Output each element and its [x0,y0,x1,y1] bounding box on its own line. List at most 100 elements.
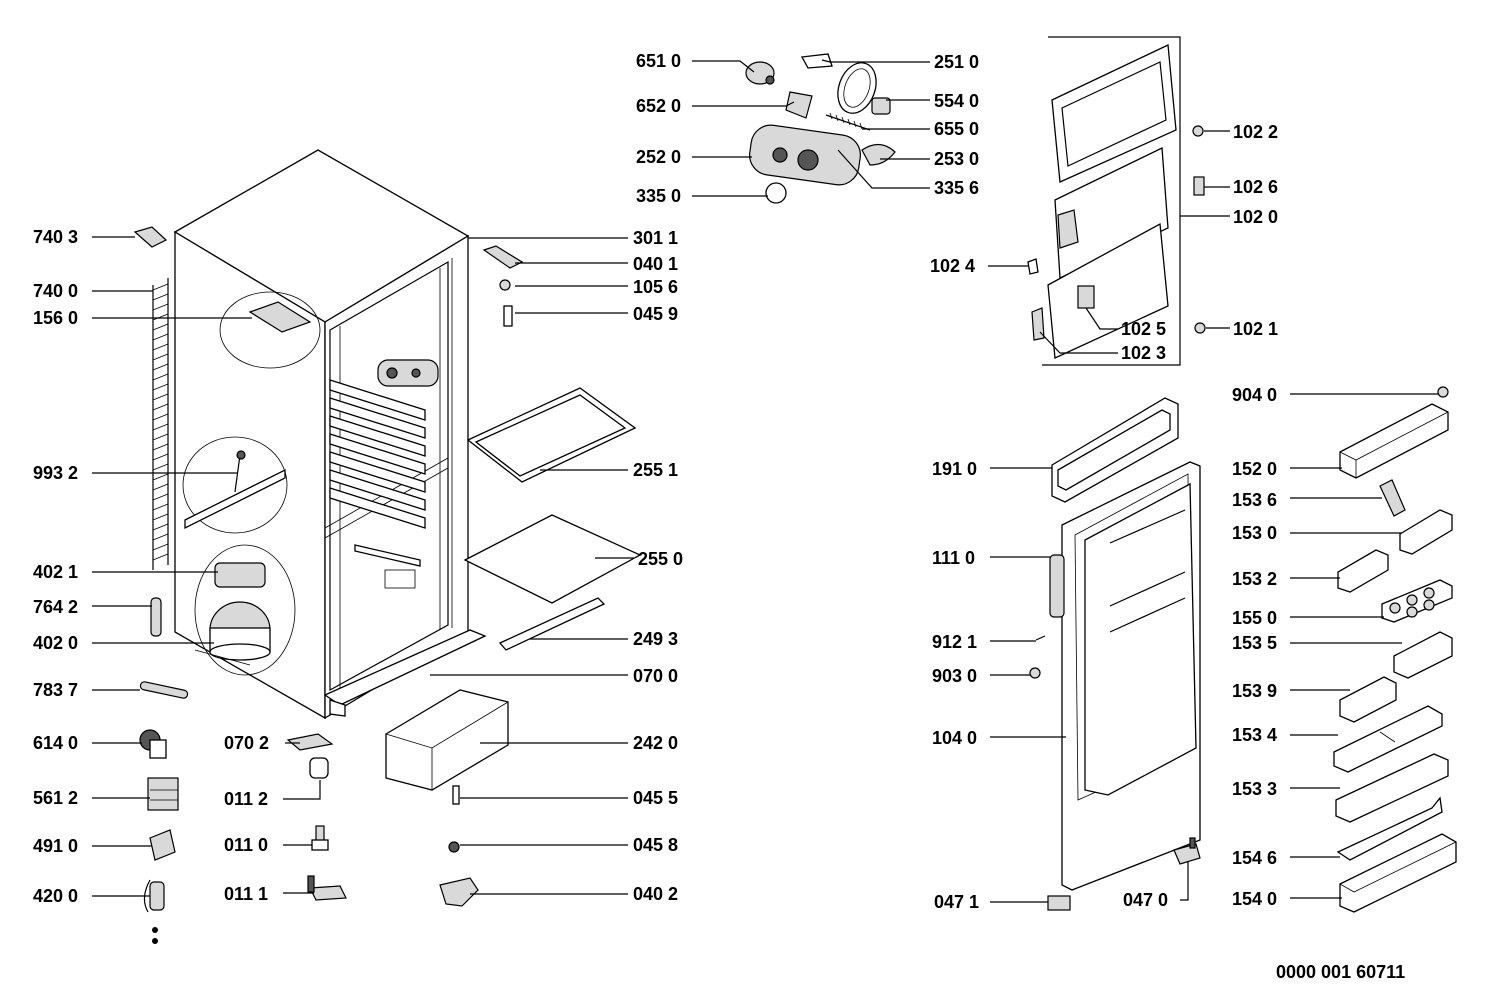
pin-102-2 [1192,125,1204,137]
label-102-3: 102 3 [1121,343,1166,363]
pin-102-1 [1194,322,1206,334]
lower-left-parts [139,681,347,944]
label-554-0: 554 0 [934,91,979,111]
label-045-5: 045 5 [633,788,678,808]
label-655-0: 655 0 [934,119,979,139]
fridge-door-group [1029,397,1201,911]
knob-335-0 [765,182,787,204]
label-335-0: 335 0 [636,186,681,206]
clip-153-6 [1379,479,1406,517]
label-102-1: 102 1 [1233,319,1278,339]
clip-253-0 [861,143,896,166]
label-491-0: 491 0 [33,836,78,856]
label-783-7: 783 7 [33,680,78,700]
label-102-0: 102 0 [1233,207,1278,227]
door-gasket-191-0 [1051,397,1179,503]
ring-554-0 [837,62,877,114]
label-045-9: 045 9 [633,304,678,324]
label-904-0: 904 0 [1232,385,1277,405]
hinge-040-2 [439,877,479,907]
label-249-3: 249 3 [633,629,678,649]
label-153-6: 153 6 [1232,490,1277,510]
rack-152-0 [1339,403,1449,479]
bar-154-6 [1336,796,1443,861]
thermostat-housing-inside [377,359,439,387]
label-255-0: 255 0 [638,549,683,569]
label-251-0: 251 0 [934,52,979,72]
label-912-1: 912 1 [932,632,977,652]
label-153-3: 153 3 [1232,779,1277,799]
screw-904-0 [1437,386,1449,398]
label-105-6: 105 6 [633,277,678,297]
condenser-coil [152,278,169,570]
evaporator-plates [329,379,426,529]
holder-652-0 [785,91,813,119]
terminal-561-2 [147,777,179,811]
label-154-6: 154 6 [1232,848,1277,868]
label-242-0: 242 0 [633,733,678,753]
hinge-047-0 [1173,843,1201,865]
door-racks [1333,386,1457,913]
label-740-0: 740 0 [33,281,78,301]
label-154-0: 154 0 [1232,889,1277,909]
label-651-0: 651 0 [636,51,681,71]
washer-105-6 [499,279,511,291]
label-301-1: 301 1 [633,228,678,248]
label-070-0: 070 0 [633,666,678,686]
strip-249-3 [498,597,606,651]
label-764-2: 764 2 [33,597,78,617]
glass-plate-255-0 [463,514,642,604]
probe-783-7 [139,681,189,699]
label-156-0: 156 0 [33,308,78,328]
label-102-2: 102 2 [1233,122,1278,142]
top-cap [133,226,168,248]
relay [214,562,266,588]
label-153-2: 153 2 [1232,569,1277,589]
cover-251-0 [800,53,833,69]
label-102-6: 102 6 [1233,177,1278,197]
pin-045-9 [503,305,513,327]
fridge-cabinet [133,149,487,720]
label-047-0: 047 0 [1123,890,1168,910]
cover-491-0 [149,829,176,861]
label-102-5: 102 5 [1121,319,1166,339]
label-011-2: 011 2 [224,789,268,809]
label-111-0: 111 0 [932,548,975,568]
label-252-0: 252 0 [636,147,681,167]
label-420-0: 420 0 [33,886,78,906]
label-191-0: 191 0 [932,459,977,479]
plate-070-2 [286,733,334,751]
rack-153-3 [1335,753,1449,823]
handle-111-0 [1049,554,1065,618]
freezer-door-group [1027,36,1206,366]
hinge-040-1 [482,245,524,269]
spring-655-0 [825,114,871,131]
label-652-0: 652 0 [636,96,681,116]
label-253-0: 253 0 [934,149,979,169]
label-402-1: 402 1 [33,562,78,582]
label-155-0: 155 0 [1232,608,1277,628]
label-740-3: 740 3 [33,227,78,247]
label-561-2: 561 2 [33,788,78,808]
foot-011-2 [309,757,329,779]
label-152-0: 152 0 [1232,459,1277,479]
box-153-9 [1339,676,1397,723]
rack-153-4 [1333,705,1443,773]
ice-tray [248,301,312,333]
capacitor-420-0 [149,881,165,911]
label-102-4: 102 4 [930,256,975,276]
capacitor [150,597,162,637]
label-104-0: 104 0 [932,728,977,748]
drawing-number: 0000 001 60711 [1276,962,1405,982]
hinge-047-1 [1047,895,1071,911]
glass-shelf-255-1 [466,387,637,483]
label-153-4: 153 4 [1232,725,1277,745]
label-903-0: 903 0 [932,666,977,686]
label-011-0: 011 0 [224,835,268,855]
crisper-drawer-242-0 [385,689,509,791]
label-045-8: 045 8 [633,835,678,855]
label-335-6: 335 6 [934,178,979,198]
label-011-1: 011 1 [224,884,268,904]
label-153-5: 153 5 [1232,633,1277,653]
